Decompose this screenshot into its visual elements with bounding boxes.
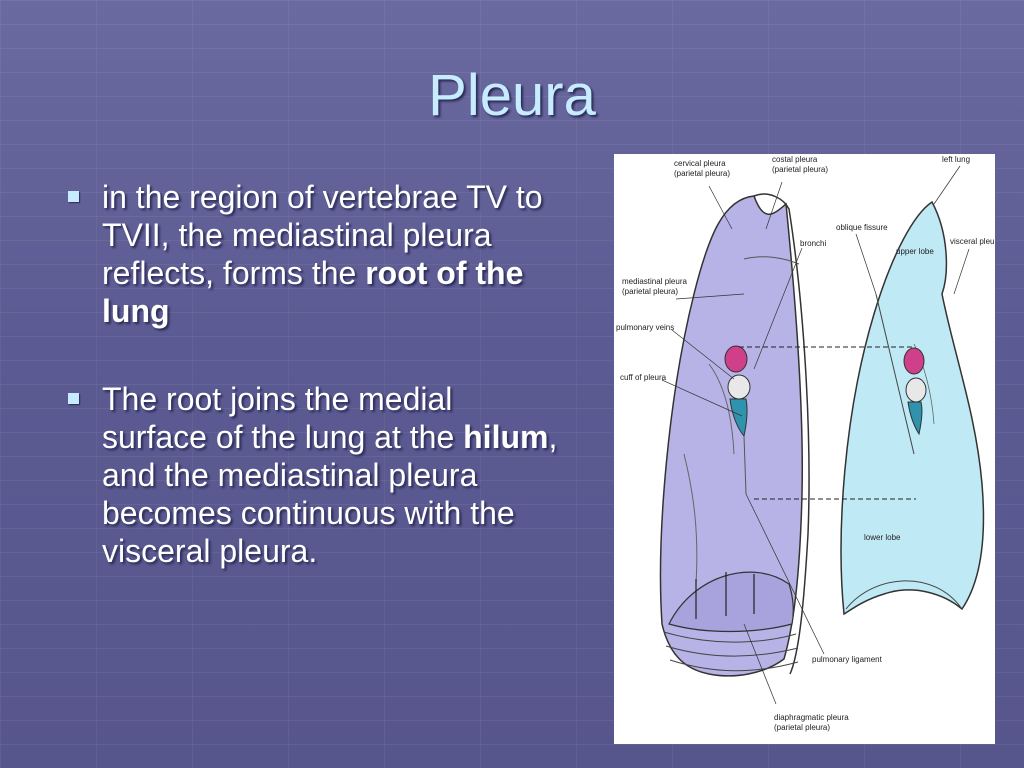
bullet-item-root: in the region of vertebrae TV to TVII, t… bbox=[64, 178, 564, 330]
label-mediastinal-pleura: mediastinal pleura bbox=[622, 277, 687, 286]
label-oblique-fissure: oblique fissure bbox=[836, 223, 888, 232]
label-bronchi: bronchi bbox=[800, 239, 826, 248]
bullet-text: in the region of vertebrae TV to TVII, t… bbox=[102, 179, 543, 291]
pleura-diagram-svg: cervical pleura (parietal pleura) costal… bbox=[616, 155, 995, 732]
label-diaphragmatic-parietal: (parietal pleura) bbox=[774, 723, 830, 732]
label-costal-pleura: costal pleura bbox=[772, 155, 818, 164]
bullet-text-post: , and the mediastinal pleura becomes con… bbox=[102, 419, 558, 569]
bullet-bold-text: hilum bbox=[463, 419, 549, 455]
pleura-diagram: cervical pleura (parietal pleura) costal… bbox=[614, 154, 995, 744]
thoracic-cavity-illustration bbox=[659, 193, 810, 677]
label-lower-lobe: lower lobe bbox=[864, 533, 901, 542]
bullet-list: in the region of vertebrae TV to TVII, t… bbox=[64, 178, 564, 620]
square-bullet-icon bbox=[68, 191, 79, 202]
square-bullet-icon bbox=[68, 393, 79, 404]
label-visceral-pleura: visceral pleura bbox=[950, 237, 995, 246]
label-upper-lobe: upper lobe bbox=[896, 247, 934, 256]
label-cervical-parietal: (parietal pleura) bbox=[674, 169, 730, 178]
label-cuff-of-pleura: cuff of pleura bbox=[620, 373, 667, 382]
label-pulmonary-veins: pulmonary veins bbox=[616, 323, 674, 332]
label-cervical-pleura: cervical pleura bbox=[674, 159, 726, 168]
label-mediastinal-parietal: (parietal pleura) bbox=[622, 287, 678, 296]
left-lung-illustration bbox=[840, 200, 985, 616]
label-costal-parietal: (parietal pleura) bbox=[772, 165, 828, 174]
label-diaphragmatic-pleura: diaphragmatic pleura bbox=[774, 713, 849, 722]
bullet-bold-text: root of the lung bbox=[102, 255, 524, 329]
bullet-text-pre: The root joins the medial surface of the… bbox=[102, 381, 464, 455]
label-left-lung: left lung bbox=[942, 155, 970, 164]
label-pulmonary-ligament: pulmonary ligament bbox=[812, 655, 883, 664]
slide-title: Pleura bbox=[428, 63, 596, 128]
bullet-item-hilum: The root joins the medial surface of the… bbox=[64, 380, 564, 570]
